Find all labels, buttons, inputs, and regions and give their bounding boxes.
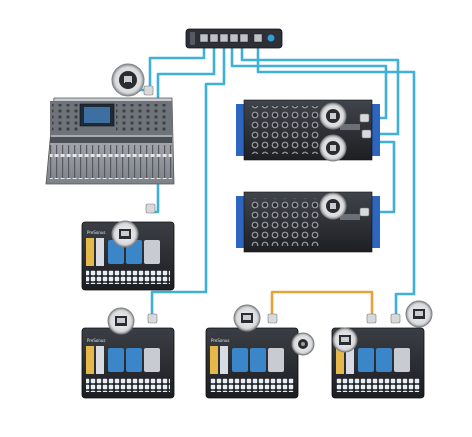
rj45-port-icon [233, 304, 261, 332]
ethercon-plug-console [143, 85, 154, 96]
cable-stagebox-top-2 [240, 48, 400, 136]
cable-console [140, 48, 206, 92]
rj45-port-icon [405, 300, 433, 328]
ethercon-jack-icon [319, 134, 347, 162]
cable-monitor-d [256, 48, 416, 318]
ethercon-plugs-monitor-d [366, 313, 401, 324]
rj45-port-icon [111, 220, 139, 248]
monitor-mixer-b: PreSonus [81, 327, 175, 399]
svg-text:PreSonus: PreSonus [211, 338, 230, 343]
ethercon-jack-icon [319, 192, 347, 220]
svg-text:PreSonus: PreSonus [87, 338, 106, 343]
cable-monitor-a [150, 48, 216, 214]
network-cables [140, 48, 416, 318]
rj45-port-icon [332, 327, 358, 353]
monitor-mixer-c: PreSonus [205, 327, 299, 399]
rj45-port-icon [199, 33, 263, 43]
stage-box-bottom [236, 191, 380, 253]
ethercon-plug-monitor-c [267, 313, 278, 324]
svg-text:PreSonus: PreSonus [87, 230, 106, 235]
power-connector-icon [291, 332, 315, 356]
digital-mixing-console [45, 97, 175, 185]
ethercon-plugs-stageboxes [359, 113, 372, 217]
ethercon-plug-monitor-a [145, 203, 156, 214]
network-switch [185, 28, 283, 49]
rj45-port-icon [107, 307, 135, 335]
link-cable [270, 290, 374, 318]
cable-monitor-b [150, 48, 226, 316]
ethercon-jack-icon [111, 63, 145, 97]
ethercon-jack-icon [319, 102, 347, 130]
ethercon-plug-monitor-b [147, 313, 158, 324]
stage-box-top [236, 99, 380, 161]
